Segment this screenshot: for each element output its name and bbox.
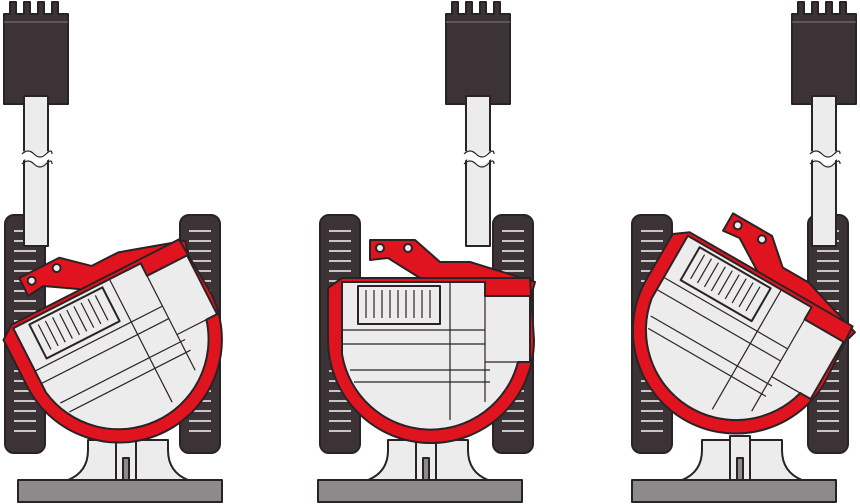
mast xyxy=(446,2,510,246)
unit-upright xyxy=(317,2,536,503)
mast xyxy=(4,2,68,246)
mast xyxy=(792,2,856,246)
unit-tilted-left xyxy=(0,2,260,503)
unit-tilted-right xyxy=(594,2,860,503)
